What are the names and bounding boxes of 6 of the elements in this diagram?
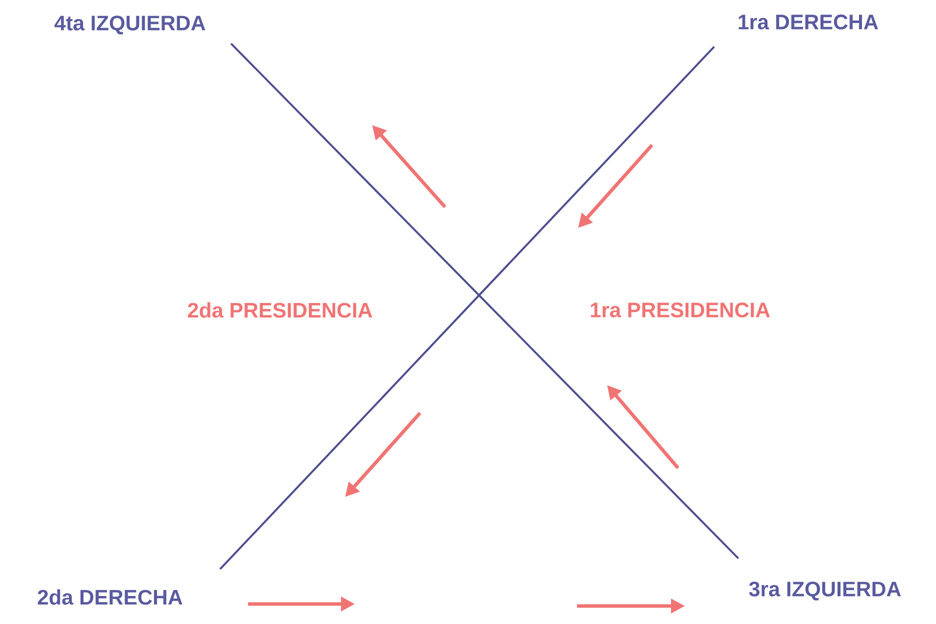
region-label: 2da PRESIDENCIA — [188, 302, 372, 318]
corner-label: 3ra IZQUIERDA — [749, 582, 901, 600]
region-label: 1ra PRESIDENCIA — [590, 302, 770, 318]
corner-label: 4ta IZQUIERDA — [54, 16, 206, 34]
corner-label: 2da DERECHA — [38, 589, 182, 605]
corner-label: 1ra DERECHA — [738, 14, 878, 30]
